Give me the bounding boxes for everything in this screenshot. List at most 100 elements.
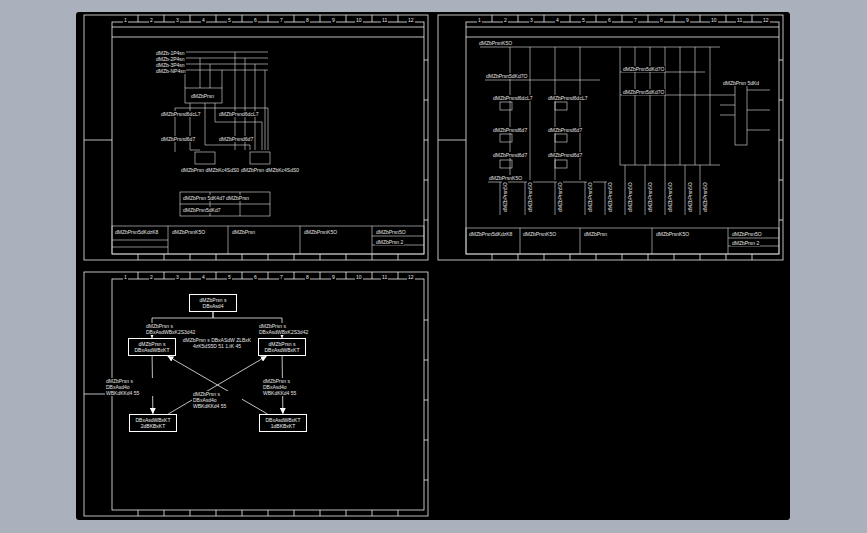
box-text: DBxAsdWBxKT 2dBKBxKT — [133, 417, 173, 429]
wire-label: dMZb-NP4sn — [155, 68, 186, 74]
title-block-text: dMZbPrsnK5O — [655, 231, 690, 237]
title-block-text: dMZbPrsn5dKdzK8 — [114, 229, 159, 235]
wire-label: dMZbPrsnK5O — [488, 175, 523, 181]
process-box: dMZbPrsn s DBxAsdWBxKT — [128, 338, 176, 356]
ruler-number: 4 — [555, 17, 560, 23]
wire-label: dMZbPrsn 5dKd — [722, 80, 760, 86]
process-box: DBxAsdWBxKT 2dBKBxKT — [129, 414, 177, 432]
wire-label: dMZbPrsn5dKd7O — [485, 73, 528, 79]
ruler-number: 7 — [279, 17, 284, 23]
ruler-number: 1 — [123, 274, 128, 280]
ruler-number: 12 — [762, 17, 770, 23]
ruler-number: 9 — [685, 17, 690, 23]
process-box: dMZbPrsn s DBxAsd4 — [189, 294, 237, 312]
ruler-number: 2 — [149, 274, 154, 280]
wire-label: dMZbPrsn5O — [502, 181, 508, 213]
ruler-number: 9 — [331, 274, 336, 280]
edge-label: dMZbPrsn s DBxAsdWBxK2S3d42 — [145, 323, 195, 335]
ruler-number: 12 — [407, 17, 415, 23]
ruler-number: 8 — [659, 17, 664, 23]
ruler-number: 12 — [407, 274, 415, 280]
title-block-text: dMZbPrsn5dKdzK8 — [468, 231, 513, 237]
ruler-number: 10 — [355, 274, 363, 280]
edge-label: dMZbPrsn s DBxAsd4o WBKdKKd4 55 — [262, 378, 312, 396]
ruler-number: 10 — [355, 17, 363, 23]
wire-label: dMZbPrsnd6d7 — [492, 127, 528, 133]
edge-label: dMZbPrsn s DBxAsd4o WBKdKKd4 55 — [192, 391, 242, 409]
wire-label: dMZbPrsnd6dcL7 — [160, 111, 201, 117]
edge-label: dMZbPrsn s DBxAsd4o WBKdKKd4 55 — [105, 378, 155, 396]
sheet2-schematic — [466, 47, 779, 254]
ruler-number: 11 — [736, 17, 743, 23]
process-box: dMZbPrsn s DBxAsdWBxKT — [258, 338, 306, 356]
model-space — [76, 12, 790, 520]
ruler-number: 5 — [227, 274, 232, 280]
wire-label: dMZbPrsn s DBxASdW ZLBxK 4zK5dS5D 51 1.t… — [180, 337, 254, 349]
ruler-number: 6 — [607, 17, 612, 23]
wire-label: dMZbPrsnd6d7 — [492, 152, 528, 158]
box-text: dMZbPrsn s DBxAsd4 — [193, 297, 233, 309]
ruler-number: 7 — [633, 17, 638, 23]
process-box: DBxAsdWBxKT 1dBKBxKT — [259, 414, 307, 432]
wire-label: dMZbPrsnd6dcL7 — [492, 95, 533, 101]
ruler-number: 5 — [581, 17, 586, 23]
wire-label: dMZbPrsn 5dK4d7 dMZbPrsn — [182, 195, 250, 201]
ruler-number: 2 — [503, 17, 508, 23]
wire-label: dMZbPrsn5O — [527, 181, 533, 213]
sheet1-schematic — [112, 52, 424, 254]
edge-label: dMZbPrsn s DBxAsdWBxK2S3d42 — [258, 323, 308, 335]
title-block-text: dMZbPrsn 2 — [375, 239, 404, 245]
sheet-frames — [84, 15, 783, 516]
box-text: dMZbPrsn s DBxAsdWBxKT — [132, 341, 172, 353]
ruler-number: 6 — [253, 17, 258, 23]
wire-label: dMZbPrsnd6d7 — [218, 136, 254, 142]
wire-label: dMZbPrsn5dKd7O — [622, 66, 665, 72]
ruler-number: 11 — [381, 17, 388, 23]
wire-label: dMZbPrsn dMZbKc4SdS0 — [240, 167, 300, 173]
title-block-text: dMZbPrsn5O — [375, 229, 407, 235]
ruler-number: 3 — [175, 274, 180, 280]
title-block-text: dMZbPrsnK5O — [303, 229, 338, 235]
ruler-number: 1 — [123, 17, 128, 23]
wire-label: dMZbPrsnd6d7 — [160, 136, 196, 142]
wire-label: dMZbPrsnd6d7 — [547, 127, 583, 133]
ruler-number: 7 — [279, 274, 284, 280]
wire-label: dMZbPrsnK5O — [478, 40, 513, 46]
title-block-text: dMZbPrsn — [583, 231, 608, 237]
wire-label: dMZbPrsn5O — [557, 181, 563, 213]
wire-label: dMZbPrsn5O — [647, 181, 653, 213]
wire-label: dMZbPrsn dMZbKc4SdS0 — [180, 167, 240, 173]
wire-label: dMZbPrsnd6dcL7 — [547, 95, 588, 101]
wire-label: dMZbPrsn5dKd7 — [182, 207, 222, 213]
ruler-number: 3 — [175, 17, 180, 23]
ruler-number: 8 — [305, 274, 310, 280]
wire-label: dMZbPrsn5O — [687, 181, 693, 213]
title-block-text: dMZbPrsnK5O — [171, 229, 206, 235]
ruler-number: 1 — [477, 17, 482, 23]
title-block-text: dMZbPrsn5O — [731, 231, 763, 237]
title-block-text: dMZbPrsn 2 — [731, 240, 760, 246]
ruler-number: 11 — [381, 274, 388, 280]
wire-label: dMZbPrsn5O — [702, 181, 708, 213]
ruler-number: 4 — [201, 274, 206, 280]
title-block-text: dMZbPrsnK5O — [522, 231, 557, 237]
wire-label: dMZbPrsn5O — [607, 181, 613, 213]
wire-label: dMZbPrsn5dKd7O — [622, 89, 665, 95]
ruler-number: 9 — [331, 17, 336, 23]
wire-label: dMZbPrsnd6d7 — [547, 152, 583, 158]
box-text: dMZbPrsn s DBxAsdWBxKT — [262, 341, 302, 353]
title-block-text: dMZbPrsn — [231, 229, 256, 235]
ruler-number: 5 — [227, 17, 232, 23]
ruler-number: 4 — [201, 17, 206, 23]
box-text: DBxAsdWBxKT 1dBKBxKT — [263, 417, 303, 429]
connector — [168, 356, 266, 414]
ruler-number: 6 — [253, 274, 258, 280]
connector — [168, 356, 268, 414]
wire-label: dMZbPrsn — [190, 93, 215, 99]
ruler-number: 3 — [529, 17, 534, 23]
wire-label: dMZbPrsn5O — [627, 181, 633, 213]
ruler-number: 10 — [710, 17, 718, 23]
ruler-number: 8 — [305, 17, 310, 23]
